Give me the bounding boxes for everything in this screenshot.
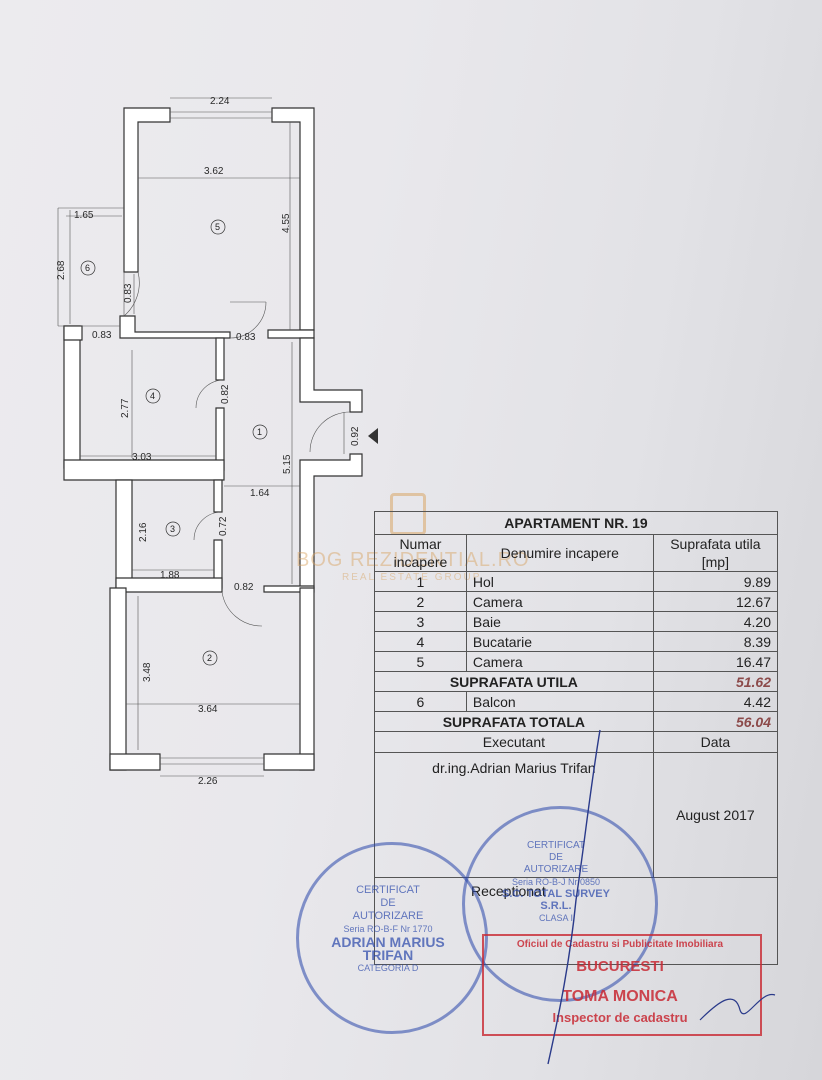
stamp-left-text: CERTIFICAT DE AUTORIZARE Seria RO-B-F Nr…	[331, 884, 445, 973]
date-value: August 2017	[652, 752, 779, 878]
room-number-6: 6	[85, 263, 90, 273]
stamp-right-text: CERTIFICAT DE AUTORIZARE Seria RO-B-J Nr…	[502, 840, 610, 923]
dim-room3-height: 2.16	[138, 522, 149, 542]
dim-balcony-width: 1.65	[74, 210, 94, 221]
dim-door-hall-top: 0.83	[236, 332, 256, 343]
room-number-5: 5	[215, 222, 220, 232]
dim-door-3: 0.72	[218, 516, 229, 536]
room-number-4: 4	[150, 391, 155, 401]
dim-hall-height: 5.15	[282, 454, 293, 474]
door-swings	[123, 271, 351, 627]
dim-room3-width: 1.88	[160, 570, 180, 581]
room-markers: 5 6 4 1 3 2	[80, 219, 268, 666]
dim-door-4: 0.82	[220, 384, 231, 404]
dim-room4-width: 3.03	[132, 452, 152, 463]
dim-entry-door: 0.92	[350, 426, 361, 446]
balcony-outline	[57, 207, 124, 327]
windows	[160, 111, 272, 765]
dimension-labels: 2.24 3.62 4.55 1.65 2.68 0.83 0.83 0.83 …	[56, 96, 361, 787]
dim-door-4-top: 0.83	[92, 330, 112, 341]
dim-room4-height: 2.77	[120, 398, 131, 418]
dim-balcony-height: 2.68	[56, 260, 67, 280]
stamp-red	[482, 934, 762, 1036]
entry-arrow-icon	[368, 428, 378, 444]
col-header-number: Numar incapere	[374, 534, 467, 572]
dim-room2-height: 3.48	[142, 662, 153, 682]
dim-room2-width: 3.64	[198, 704, 218, 715]
room-number-3: 3	[170, 524, 175, 534]
apartment-table: APARTAMENT NR. 19 Numar incapere Denumir…	[374, 511, 779, 965]
room-number-2: 2	[207, 653, 212, 663]
dim-room5-width: 3.62	[204, 166, 224, 177]
dim-door-5: 0.83	[123, 283, 134, 303]
dim-bottom-width: 2.26	[198, 776, 218, 787]
stamp-red-name: TOMA MONICA	[562, 988, 678, 1005]
dim-hall-width: 1.64	[250, 488, 270, 499]
useful-area-label: SUPRAFATA UTILA	[374, 671, 654, 692]
stamp-red-city: BUCURESTI	[576, 958, 664, 975]
dimension-lines	[66, 97, 345, 777]
dim-top-width: 2.24	[210, 96, 230, 107]
dim-door-2: 0.82	[234, 582, 254, 593]
stamp-red-office: Oficiul de Cadastru si Publicitate Imobi…	[516, 939, 724, 950]
stamp-right	[462, 806, 658, 1002]
stamp-red-role: Inspector de cadastru	[552, 1010, 688, 1025]
col-header-name: Denumire incapere	[465, 534, 654, 572]
dim-room5-height: 4.55	[281, 213, 292, 233]
room-number-1: 1	[257, 427, 262, 437]
col-header-area: Suprafata utila [mp]	[652, 534, 779, 572]
